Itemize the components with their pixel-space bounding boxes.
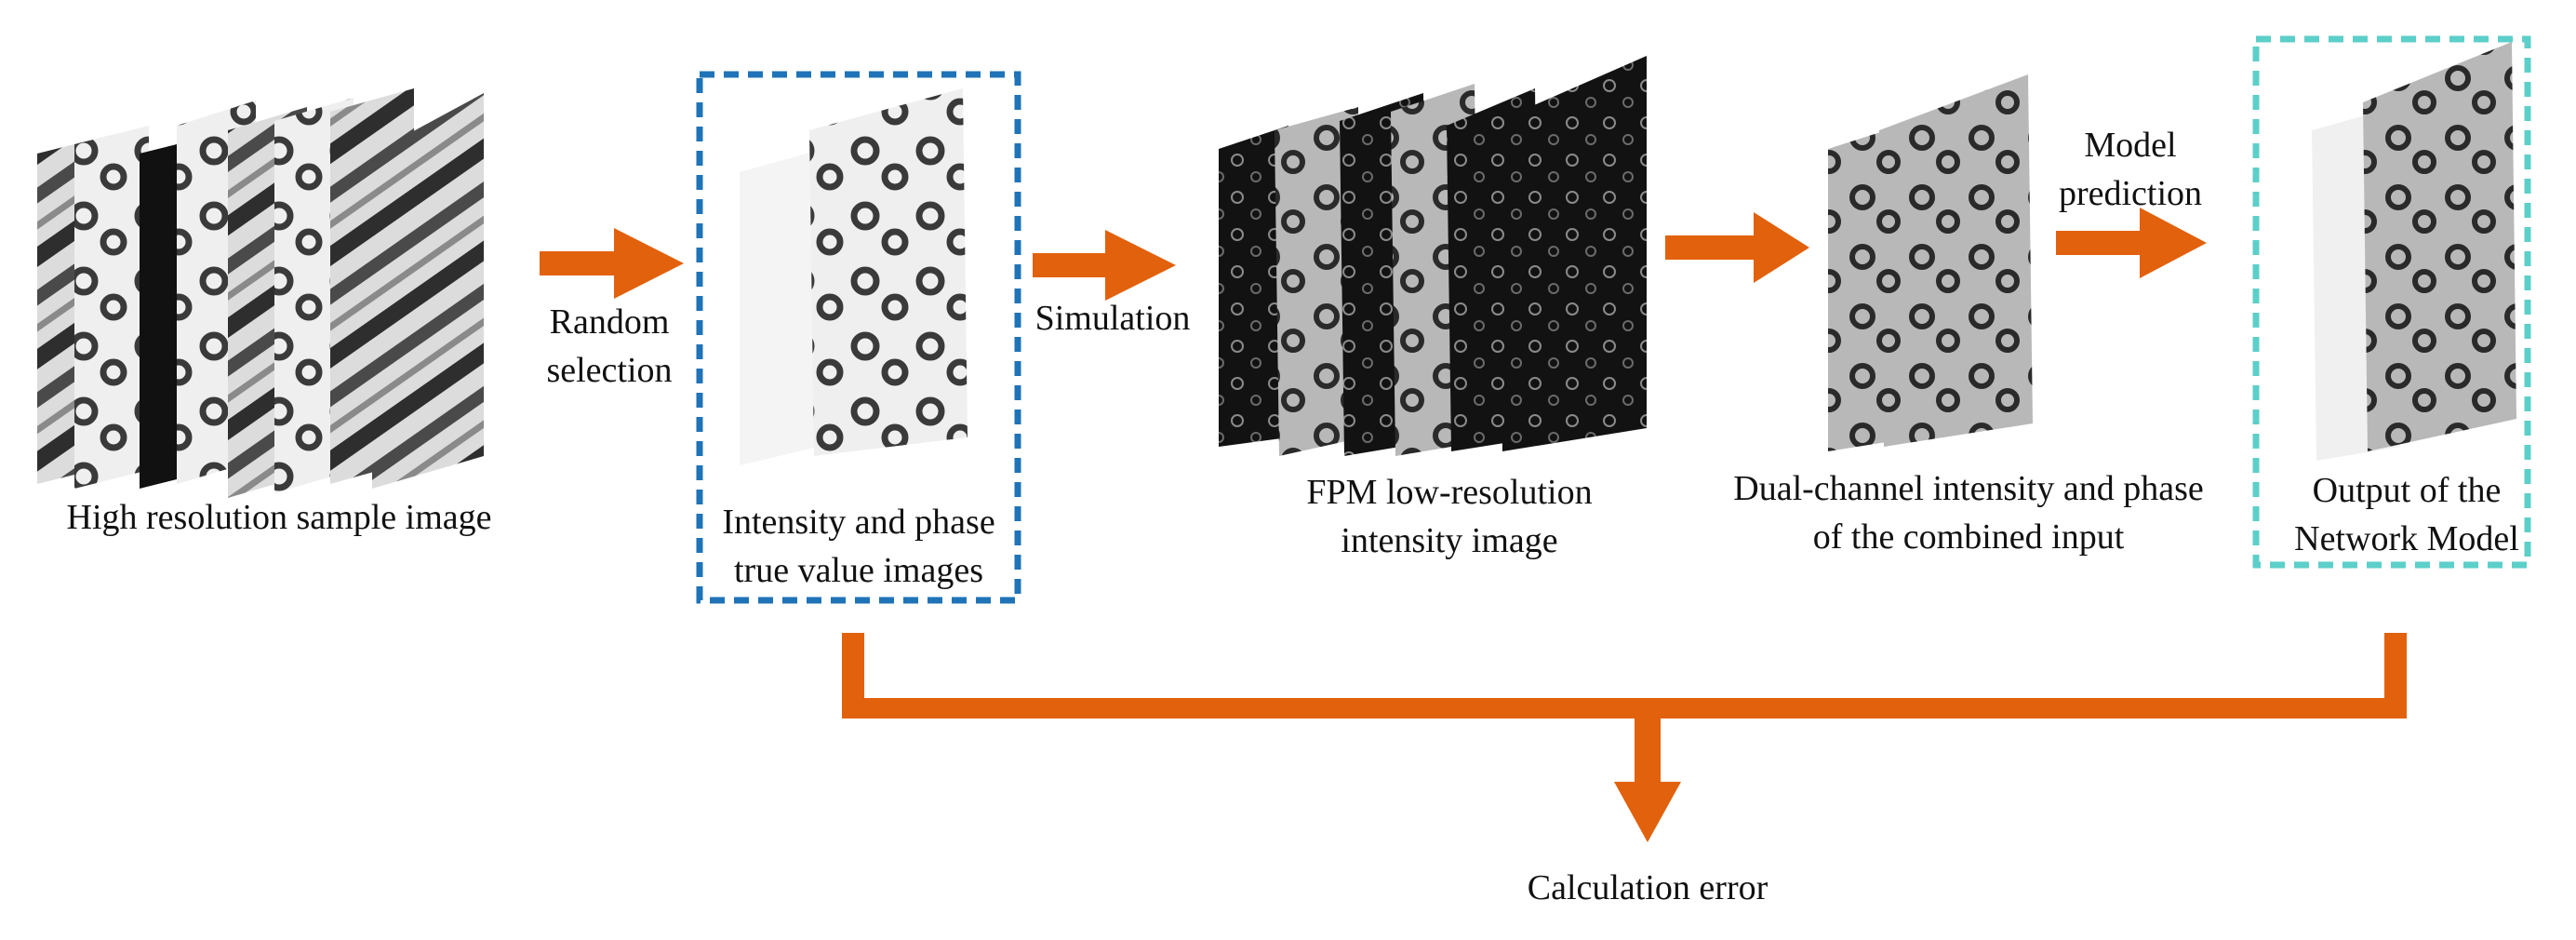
- dual-channel-input-stack: [1828, 74, 2033, 451]
- model-prediction-arrow: [2056, 208, 2207, 278]
- fpm-slice: [1219, 126, 1288, 447]
- simulation-label: Simulation: [1035, 294, 1191, 342]
- truth-caption: Intensity and phase true value images: [722, 498, 994, 595]
- output-caption: Output of the Network Model: [2294, 466, 2519, 563]
- random-selection-label: Random selection: [546, 298, 672, 395]
- network-output-frame: [2252, 35, 2531, 569]
- fpm-low-resolution-stack: [1219, 56, 1647, 456]
- dual-caption-line2: of the combined input: [1812, 517, 2125, 557]
- fpm-to-dual-arrow: [1665, 212, 1809, 283]
- error-bracket: [842, 633, 2407, 842]
- truth-images-stack: [740, 88, 968, 465]
- random-selection-line1: Random: [549, 302, 670, 342]
- truth-images-frame: [696, 71, 1021, 604]
- model-prediction-line2: prediction: [2058, 174, 2203, 213]
- fpm-caption-line1: FPM low-resolution: [1306, 473, 1593, 512]
- random-selection-line2: selection: [546, 351, 673, 390]
- calculation-error-text: Calculation error: [1527, 868, 1768, 907]
- sample-slice: [372, 93, 484, 489]
- truth-caption-line2: true value images: [733, 551, 983, 590]
- truth-caption-line1: Intensity and phase: [722, 503, 995, 542]
- calculation-error-label: Calculation error: [1528, 864, 1768, 912]
- dual-caption: Dual-channel intensity and phase of the …: [1733, 464, 2203, 561]
- dual-slice: [1879, 74, 2033, 447]
- samples-caption: High resolution sample image: [67, 493, 492, 542]
- truth-slice: [740, 149, 823, 465]
- truth-slice: [809, 88, 968, 456]
- model-prediction-label: Model prediction: [2059, 121, 2202, 218]
- output-caption-line1: Output of the: [2312, 471, 2502, 510]
- output-caption-line2: Network Model: [2294, 519, 2519, 558]
- dual-caption-line1: Dual-channel intensity and phase: [1733, 469, 2204, 508]
- sample-slice: [74, 126, 149, 489]
- output-slice: [2363, 42, 2516, 451]
- simulation-label-text: Simulation: [1034, 299, 1191, 338]
- high-resolution-sample-stack: [37, 88, 484, 498]
- simulation-arrow: [1033, 230, 1176, 301]
- random-selection-arrow: [540, 228, 684, 299]
- samples-caption-text: High resolution sample image: [66, 498, 492, 537]
- model-prediction-line1: Model: [2084, 126, 2177, 165]
- fpm-slice: [1498, 56, 1647, 451]
- fpm-caption: FPM low-resolution intensity image: [1306, 468, 1592, 565]
- fpm-caption-line2: intensity image: [1341, 521, 1558, 560]
- network-output-stack: [2312, 42, 2516, 461]
